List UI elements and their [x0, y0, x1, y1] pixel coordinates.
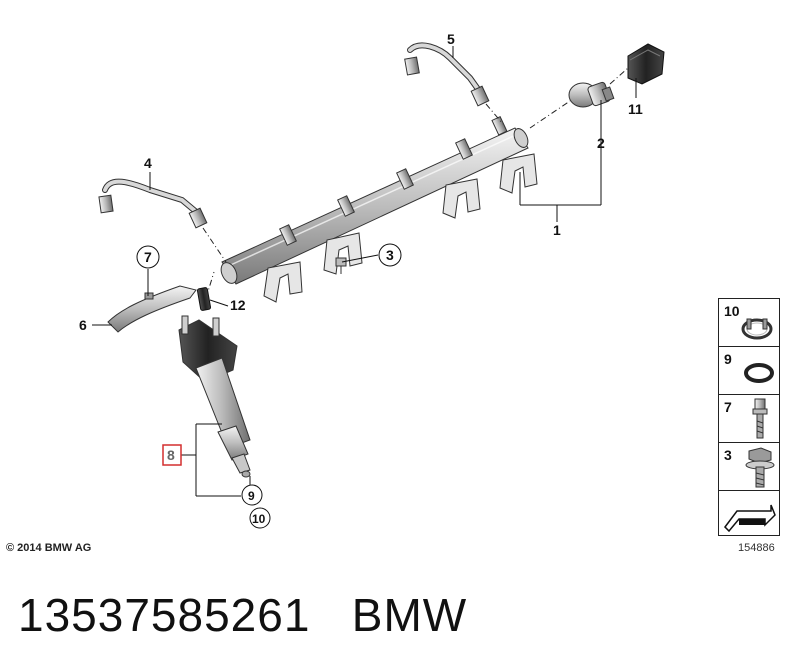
clip-ring-icon [741, 318, 773, 340]
side-label-7: 7 [724, 399, 732, 415]
callout-5: 5 [447, 31, 455, 47]
callout-6: 6 [79, 317, 87, 333]
page-turn-arrow-icon [724, 504, 776, 533]
flange-bolt-icon [745, 447, 775, 488]
callout-9: 9 [248, 489, 255, 503]
connector [627, 43, 665, 85]
injector-8 [178, 315, 251, 478]
fuel-line-4 [98, 178, 208, 229]
side-label-10: 10 [724, 303, 740, 319]
side-cell-arrow [719, 491, 779, 535]
seal-ring-12 [196, 287, 212, 311]
callout-4: 4 [144, 155, 152, 171]
diagram-number: 154886 [738, 542, 775, 554]
part-number: 13537585261 [18, 589, 311, 641]
brand-name: BMW [351, 589, 468, 641]
leader-lines [92, 46, 637, 497]
stud-bolt-icon [752, 398, 768, 439]
callout-2: 2 [597, 135, 605, 151]
side-cell-10: 10 [719, 299, 779, 347]
callout-12: 12 [230, 297, 246, 313]
callout-10: 10 [252, 512, 266, 526]
side-label-3: 3 [724, 447, 732, 463]
callout-11: 11 [628, 101, 643, 117]
fuel-line-5 [404, 42, 490, 107]
side-cell-3: 3 [719, 443, 779, 491]
copyright-notice: © 2014 BMW AG [6, 542, 92, 554]
bracket-6 [107, 285, 197, 333]
side-label-9: 9 [724, 351, 732, 367]
pressure-sensor [568, 81, 615, 108]
callout-1: 1 [553, 222, 561, 238]
o-ring-icon [744, 363, 774, 383]
callout-circles [136, 243, 402, 529]
side-cell-7: 7 [719, 395, 779, 443]
caption: 13537585261 BMW [18, 588, 467, 642]
callout-8: 8 [167, 447, 175, 463]
parts-side-panel: 10 9 7 3 [718, 298, 780, 536]
callout-7: 7 [144, 249, 152, 265]
side-cell-9: 9 [719, 347, 779, 395]
fuel-rail [220, 115, 538, 303]
callout-3: 3 [386, 247, 394, 263]
highlight-box-8 [162, 444, 182, 466]
